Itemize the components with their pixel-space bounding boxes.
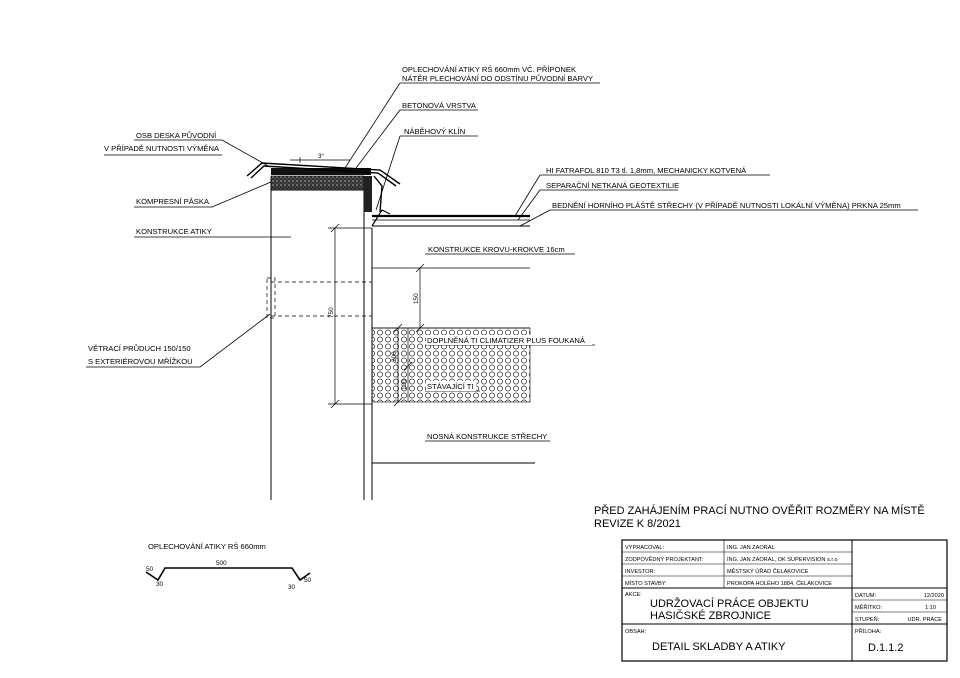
label-vetraci-2: S EXTERIÉROVOU MŘÍŽKOU	[88, 357, 193, 366]
label-separacni: SEPARAČNÍ NETKANÁ GEOTEXTILIE	[546, 181, 679, 190]
tb-stupen-value: UDR. PRÁCE	[908, 616, 943, 623]
dim-200: 200	[391, 351, 398, 362]
leader-lines	[86, 82, 918, 442]
tb-priloha-label: PŘÍLOHA:	[855, 627, 882, 635]
dim-750: 750	[328, 307, 335, 318]
osb-board	[271, 168, 371, 175]
label-bg-stavajici	[426, 381, 476, 391]
label-doplnena-ti: DOPLNĚNÁ TI CLIMATIZER PLUS FOUKANÁ	[427, 336, 586, 345]
label-bg-doplnena	[426, 335, 592, 345]
dim-150: 150	[413, 293, 420, 304]
label-nosna: NOSNÁ KONSTRUKCE STŘECHY	[427, 432, 547, 441]
label-bedneni: BEDNĚNÍ HORNÍHO PLÁŠTĚ STŘECHY (V PŘÍPAD…	[552, 201, 901, 210]
flashing-detail-shape	[145, 567, 311, 582]
tb-vypracoval-value: ING. JAN ZAORAL	[727, 545, 775, 551]
note-line-2: REVIZE K 8/2021	[594, 518, 681, 530]
tb-akce-line-2: HASIČSKÉ ZBROJNICE	[650, 609, 771, 622]
label-vetraci-1: VĚTRACÍ PRŮDUCH 150/150	[88, 344, 191, 353]
label-hi-fatrafol: HI FATRAFOL 810 T3 tl. 1,8mm, MECHANICKY…	[546, 166, 747, 175]
tb-zodpovedny-value: ING. JAN ZAORAL, OK SUPERVISION s.r.o	[727, 557, 838, 563]
flash-seg-right-top: 50	[304, 577, 312, 584]
label-stavajici-ti: STÁVAJÍCÍ TI	[427, 382, 474, 391]
tb-misto-value: PROKOPA HOLÉHO 1884, ČELÁKOVICE	[727, 580, 832, 587]
parapet-flashing	[246, 162, 401, 213]
tb-datum-value: 12/2020	[924, 593, 944, 599]
roof-structure-bottom	[371, 462, 535, 500]
label-kompresni: KOMPRESNÍ PÁSKA	[136, 197, 210, 206]
label-betonova-vrstva: BETONOVÁ VRSTVA	[402, 101, 477, 110]
wedge-block	[364, 176, 372, 212]
label-konstrukce-krovu: KONSTRUKCE KROVU-KROKVE 16cm	[428, 245, 565, 254]
flash-seg-left-top: 50	[146, 566, 154, 573]
label-osb-1: OSB DESKA PŮVODNÍ	[136, 131, 217, 140]
note-line-1: PŘED ZAHÁJENÍM PRACÍ NUTNO OVĚŘIT ROZMĚR…	[594, 504, 925, 517]
flash-seg-middle: 500	[216, 560, 227, 567]
dimension-lines	[328, 223, 425, 409]
label-konstrukce-atiky: KONSTRUKCE ATIKY	[136, 227, 212, 236]
tb-akce-label: AKCE:	[625, 592, 642, 598]
label-nabehovy-klin: NÁBĚHOVÝ KLÍN	[404, 127, 465, 136]
flashing-detail-title: OPLECHOVÁNÍ ATIKY RŠ 660mm	[148, 542, 266, 551]
tb-datum-label: DATUM:	[855, 593, 876, 599]
label-oplechovani-2: NÁTĚR PLECHOVÁNÍ DO ODSTÍNU PŮVODNÍ BARV…	[402, 74, 593, 83]
tb-meritko-value: 1:10	[925, 605, 936, 611]
tb-obsah-value: DETAIL SKLADBY A ATIKY	[652, 641, 786, 653]
concrete-layer	[270, 175, 365, 190]
parapet-construction	[270, 178, 373, 500]
label-oplechovani-1: OPLECHOVÁNÍ ATIKY RŠ 660mm VČ. PŘÍPONEK	[402, 65, 576, 74]
label-osb-2: V PŘÍPADĚ NUTNOSTI VÝMĚNA	[104, 144, 220, 153]
parapet-top-layers	[270, 168, 372, 212]
dim-100: 100	[401, 379, 408, 390]
flash-seg-left-bottom: 30	[156, 581, 164, 588]
angle-label: 3°	[318, 152, 325, 160]
tb-zodpovedny-label: ZODPOVĚDNÝ PROJEKTANT:	[625, 555, 704, 563]
title-block-frame	[621, 539, 948, 662]
tb-stupen-label: STUPEŇ:	[855, 616, 880, 623]
tb-akce-line-1: UDRŽOVACÍ PRÁCE OBJEKTU	[650, 597, 809, 610]
tb-investor-value: MĚSTSKÝ ÚŘAD ČELÁKOVICE	[727, 567, 809, 575]
tb-priloha-value: D.1.1.2	[868, 642, 903, 654]
tb-misto-label: MÍSTO STAVBY:	[625, 580, 667, 587]
tb-obsah-label: OBSAH:	[625, 629, 647, 635]
tb-vypracoval-label: VYPRACOVAL:	[625, 545, 665, 551]
flash-seg-right-bottom: 30	[288, 584, 296, 591]
ventilation-duct	[266, 277, 372, 319]
angle-marker	[290, 157, 350, 163]
roof-layers	[371, 209, 530, 329]
tb-meritko-label: MĚŘÍTKO:	[855, 603, 882, 611]
tb-investor-label: INVESTOR:	[625, 569, 655, 575]
